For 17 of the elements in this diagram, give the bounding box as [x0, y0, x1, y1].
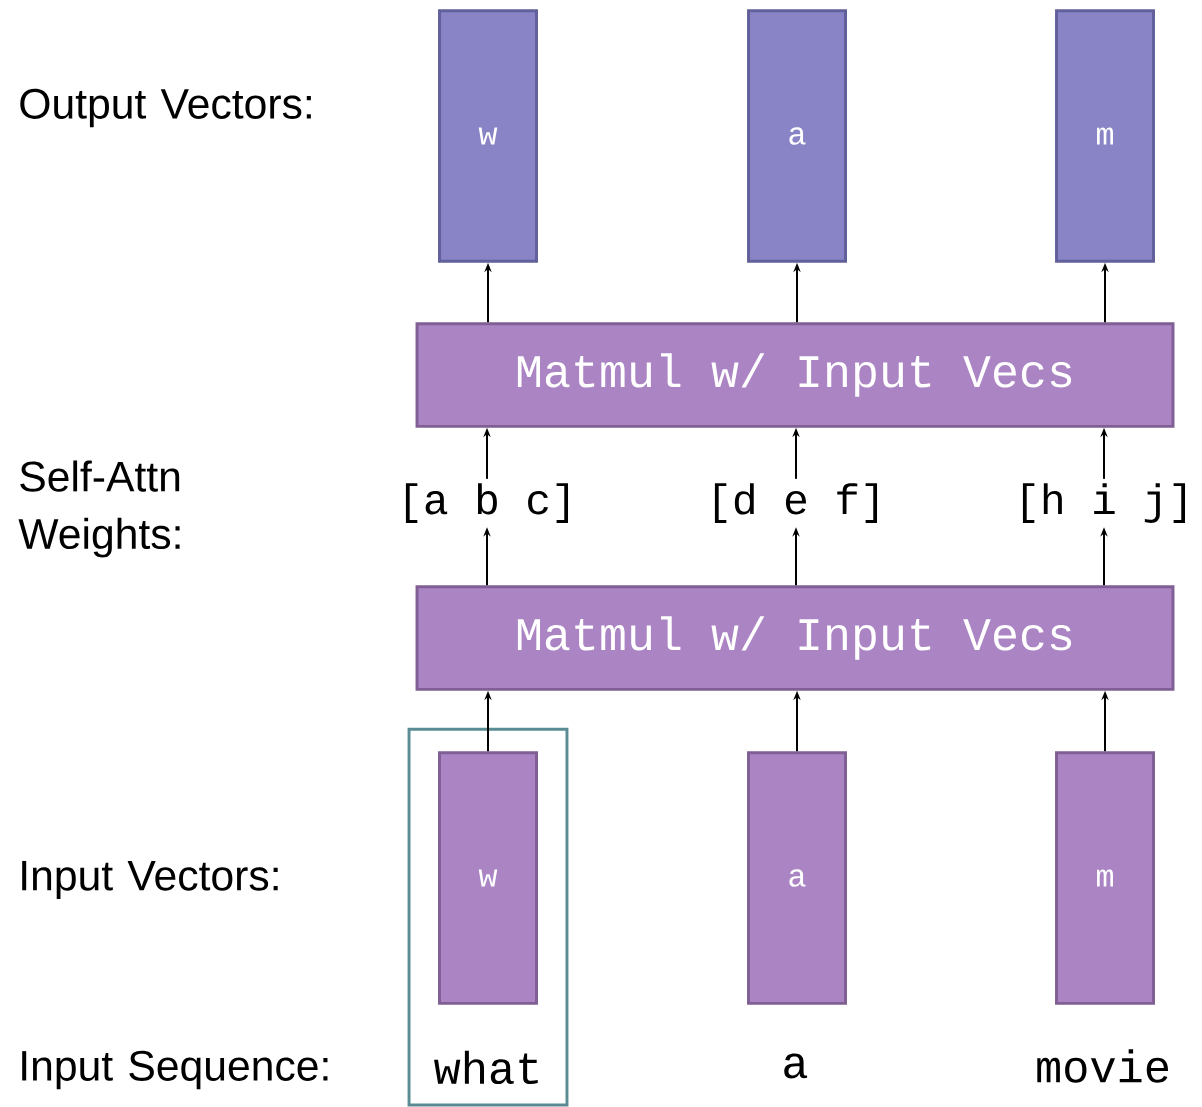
- matmul-box: Matmul w/ Input Vecs: [415, 585, 1175, 691]
- output-vector-box: a: [747, 9, 847, 263]
- output-vector-box: w: [438, 9, 538, 263]
- weights-text: [h i j]: [1022, 483, 1185, 523]
- input-vector-box: w: [438, 751, 538, 1005]
- row-label: Input Vectors:: [22, 860, 278, 900]
- weights-text: [d e f]: [714, 483, 877, 523]
- row-label: Input Sequence:: [22, 1050, 328, 1090]
- sequence-word: movie: [1037, 1049, 1168, 1083]
- input-vector-box: m: [1055, 751, 1155, 1005]
- row-label: Self-Attn Weights:: [18, 460, 180, 558]
- output-vector-box: m: [1055, 9, 1155, 263]
- input-vector-box: a: [747, 751, 847, 1005]
- weights-text: [a b c]: [405, 483, 568, 523]
- sequence-word: a: [784, 1053, 808, 1079]
- row-label: Output Vectors:: [20, 88, 311, 128]
- matmul-box: Matmul w/ Input Vecs: [415, 322, 1175, 428]
